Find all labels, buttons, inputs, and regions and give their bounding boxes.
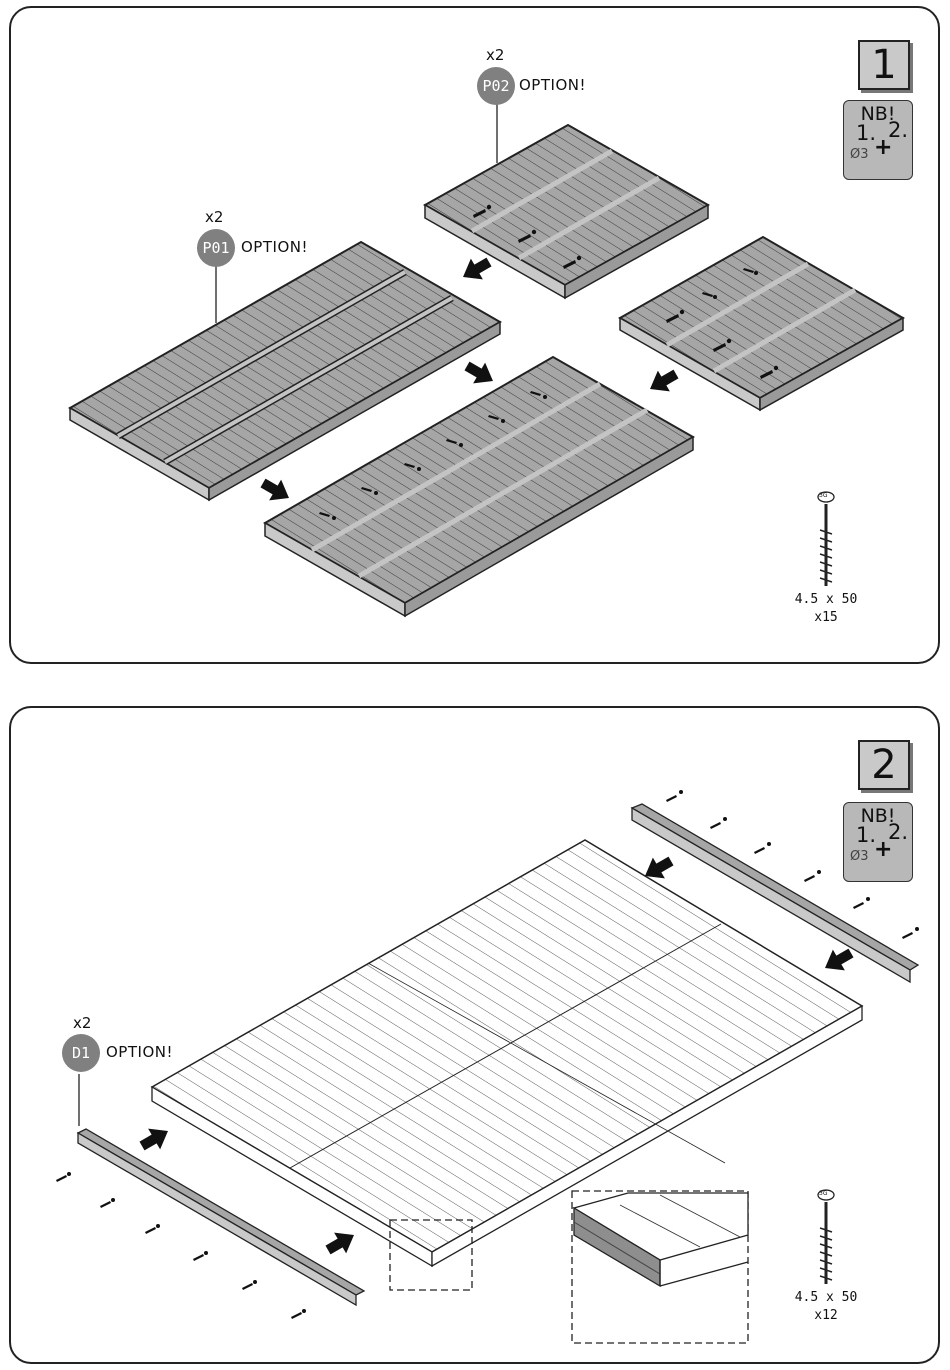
nb-drill-note: NB! 1. 2. + Ø3 xyxy=(843,100,913,180)
screw-spec-step1: 4.5 x 50 x15 xyxy=(786,591,866,627)
part-d1-quantity: x2 xyxy=(73,1014,91,1032)
part-p01-option-note: OPTION! xyxy=(241,238,308,256)
step-number: 2 xyxy=(858,740,910,790)
part-d1-option-note: OPTION! xyxy=(106,1043,173,1061)
screw-size: 4.5 x 50 xyxy=(786,1289,866,1307)
screw-spec-step2: 4.5 x 50 x12 xyxy=(786,1289,866,1325)
screw-count: x12 xyxy=(786,1307,866,1325)
part-p02-quantity: x2 xyxy=(486,46,504,64)
screw-size: 4.5 x 50 xyxy=(786,591,866,609)
screw-head-mark: 3G xyxy=(819,1190,827,1197)
part-p01-badge: P01 xyxy=(197,229,235,267)
step-number: 1 xyxy=(858,40,910,90)
part-d1-badge: D1 xyxy=(62,1034,100,1072)
part-p01-quantity: x2 xyxy=(205,208,223,226)
screw-count: x15 xyxy=(786,609,866,627)
nb-drill-note: NB! 1. 2. + Ø3 xyxy=(843,802,913,882)
part-p02-option-note: OPTION! xyxy=(519,76,586,94)
part-p02-badge: P02 xyxy=(477,67,515,105)
screw-illustration-step1 xyxy=(818,492,834,586)
screw-head-mark: 3G xyxy=(819,492,827,499)
step-2-panel xyxy=(9,706,940,1364)
